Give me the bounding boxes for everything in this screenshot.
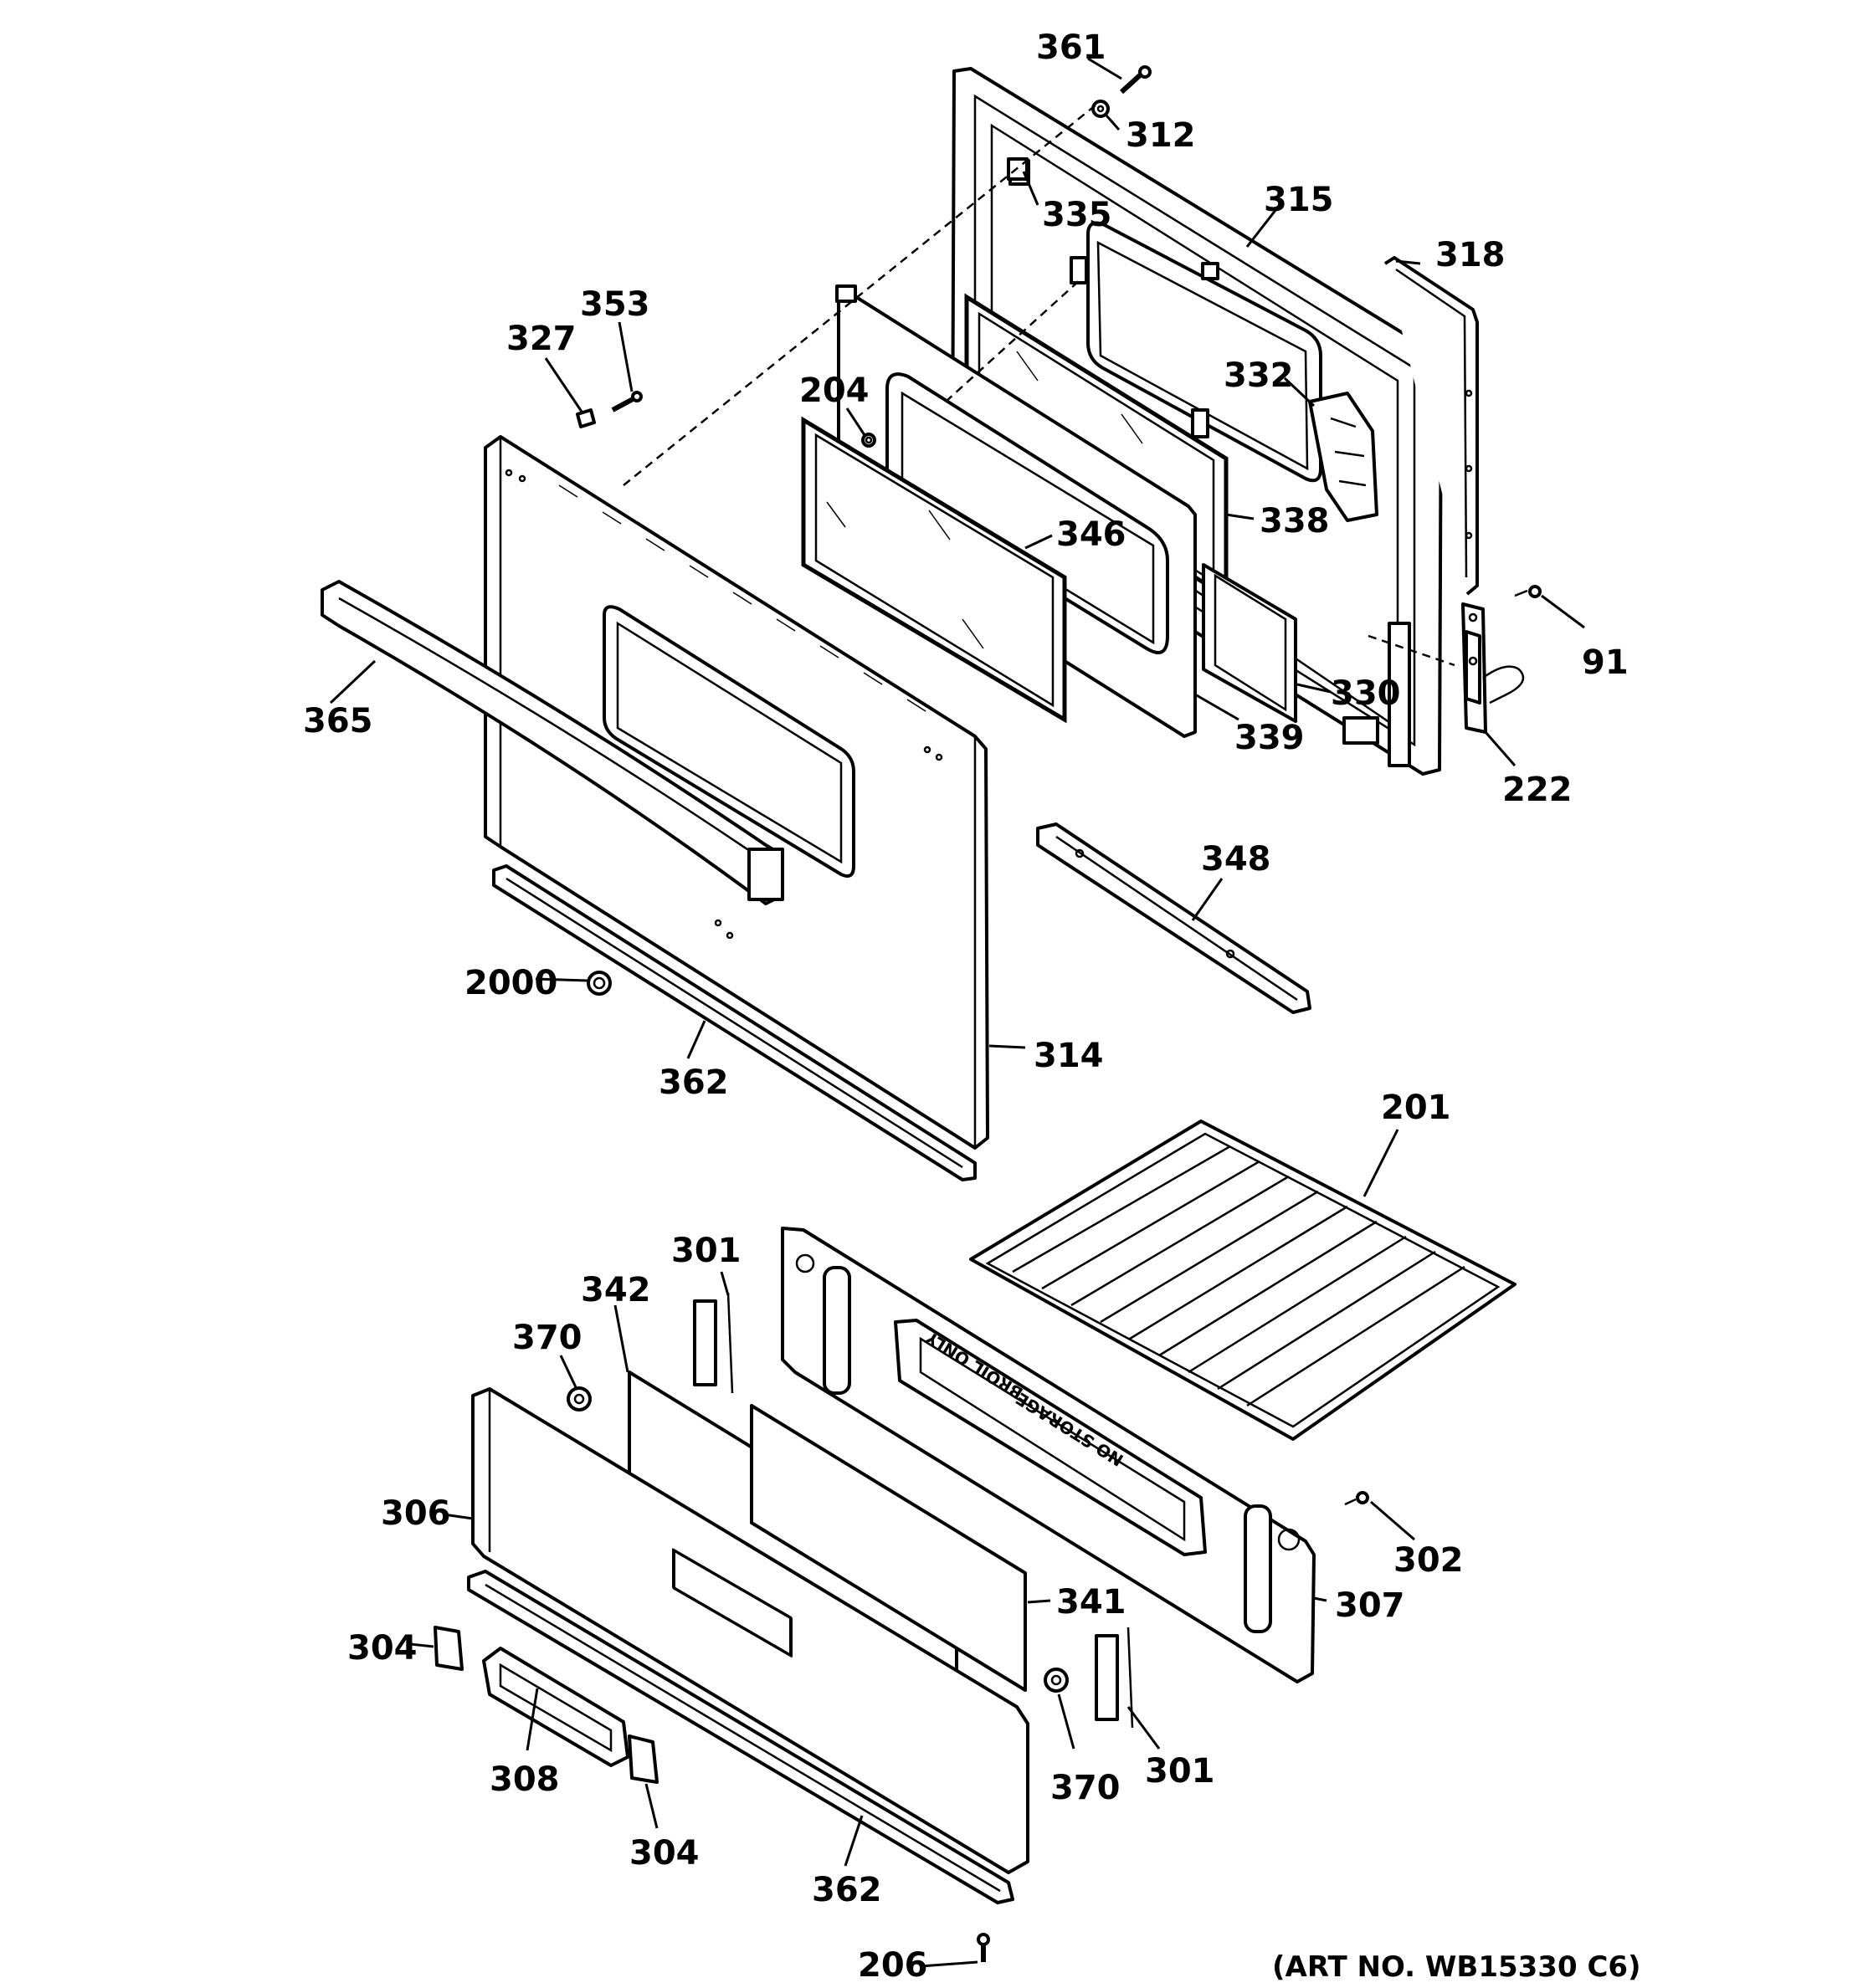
screw-91 — [1514, 585, 1542, 598]
callout-332: 332 — [1224, 356, 1294, 395]
front-door-glass — [801, 416, 1067, 724]
callout-308: 308 — [490, 1760, 560, 1799]
callout-301-lower: 301 — [1145, 1752, 1215, 1791]
callout-370-lower: 370 — [1050, 1769, 1121, 1807]
callout-335: 335 — [1042, 196, 1112, 234]
screw-206 — [977, 1933, 990, 1962]
callout-204: 204 — [799, 371, 870, 410]
screw-302 — [1344, 1491, 1369, 1506]
callout-365: 365 — [303, 702, 373, 740]
callout-339: 339 — [1234, 719, 1305, 757]
door-hinge — [1461, 602, 1525, 734]
callout-346: 346 — [1056, 515, 1126, 554]
align-line-1 — [623, 104, 1097, 486]
drawer-body: BROIL ONLY NO STORAGE — [781, 1227, 1316, 1683]
callout-91: 91 — [1582, 643, 1629, 682]
washer-312 — [1091, 100, 1110, 118]
outer-door-panel — [484, 435, 989, 1150]
callout-327: 327 — [506, 320, 577, 358]
drawer-clip-right — [1095, 1627, 1134, 1729]
door-bracket-bar — [1036, 822, 1311, 1014]
callout-312: 312 — [1126, 116, 1196, 155]
callout-353: 353 — [580, 285, 650, 324]
screw-361 — [1119, 65, 1152, 95]
callout-314: 314 — [1034, 1037, 1104, 1075]
callout-306: 306 — [381, 1494, 451, 1533]
drawer-bottom-trim — [467, 1570, 1014, 1904]
callout-315: 315 — [1264, 181, 1334, 219]
plug-2000 — [587, 971, 612, 996]
callout-304-lower: 304 — [629, 1834, 700, 1873]
callout-304-upper: 304 — [347, 1629, 418, 1668]
door-side-strip — [1383, 256, 1479, 596]
callout-318: 318 — [1435, 236, 1506, 274]
align-line-3 — [1368, 634, 1455, 667]
broiler-rack — [969, 1120, 1516, 1441]
door-handle — [321, 580, 784, 905]
bumper-370-left — [567, 1386, 592, 1412]
callout-labels: 361 312 335 315 318 353 327 332 204 338 … — [303, 28, 1641, 1985]
clip-327 — [576, 408, 596, 428]
drawer-inner-panel — [750, 1404, 1027, 1692]
fastener-204 — [861, 433, 876, 448]
handle-bracket-304-lower — [628, 1734, 659, 1784]
callout-361: 361 — [1036, 28, 1106, 67]
callout-307: 307 — [1335, 1586, 1405, 1625]
handle-bracket-304-upper — [434, 1626, 464, 1671]
callout-362-upper: 362 — [659, 1063, 729, 1102]
door-bottom-panel — [1202, 563, 1297, 723]
drawer-clip-left — [693, 1292, 734, 1394]
callout-301-upper: 301 — [671, 1232, 742, 1270]
bumper-370-right — [1044, 1668, 1069, 1693]
callout-338: 338 — [1260, 502, 1330, 541]
insulation-piece — [1308, 392, 1378, 522]
leader-lines — [329, 57, 1585, 1968]
callout-370-upper: 370 — [512, 1319, 582, 1357]
callout-362-lower: 362 — [812, 1871, 882, 1909]
callout-342: 342 — [581, 1271, 651, 1309]
callout-348: 348 — [1201, 840, 1271, 879]
drawer-handle-housing — [482, 1647, 629, 1767]
align-line-2 — [945, 279, 1080, 402]
callout-201: 201 — [1381, 1089, 1451, 1127]
callout-330: 330 — [1331, 674, 1401, 713]
art-number: (ART NO. WB15330 C6) — [1272, 1950, 1641, 1984]
screw-353 — [611, 391, 643, 412]
callout-341: 341 — [1056, 1583, 1126, 1622]
callout-2000: 2000 — [464, 964, 557, 1002]
door-inner-liner — [951, 67, 1443, 776]
callout-302: 302 — [1393, 1541, 1464, 1580]
callout-222: 222 — [1502, 771, 1573, 809]
drawer-front-panel — [471, 1387, 1029, 1874]
callout-206: 206 — [858, 1946, 928, 1985]
door-bottom-trim — [492, 864, 977, 1181]
